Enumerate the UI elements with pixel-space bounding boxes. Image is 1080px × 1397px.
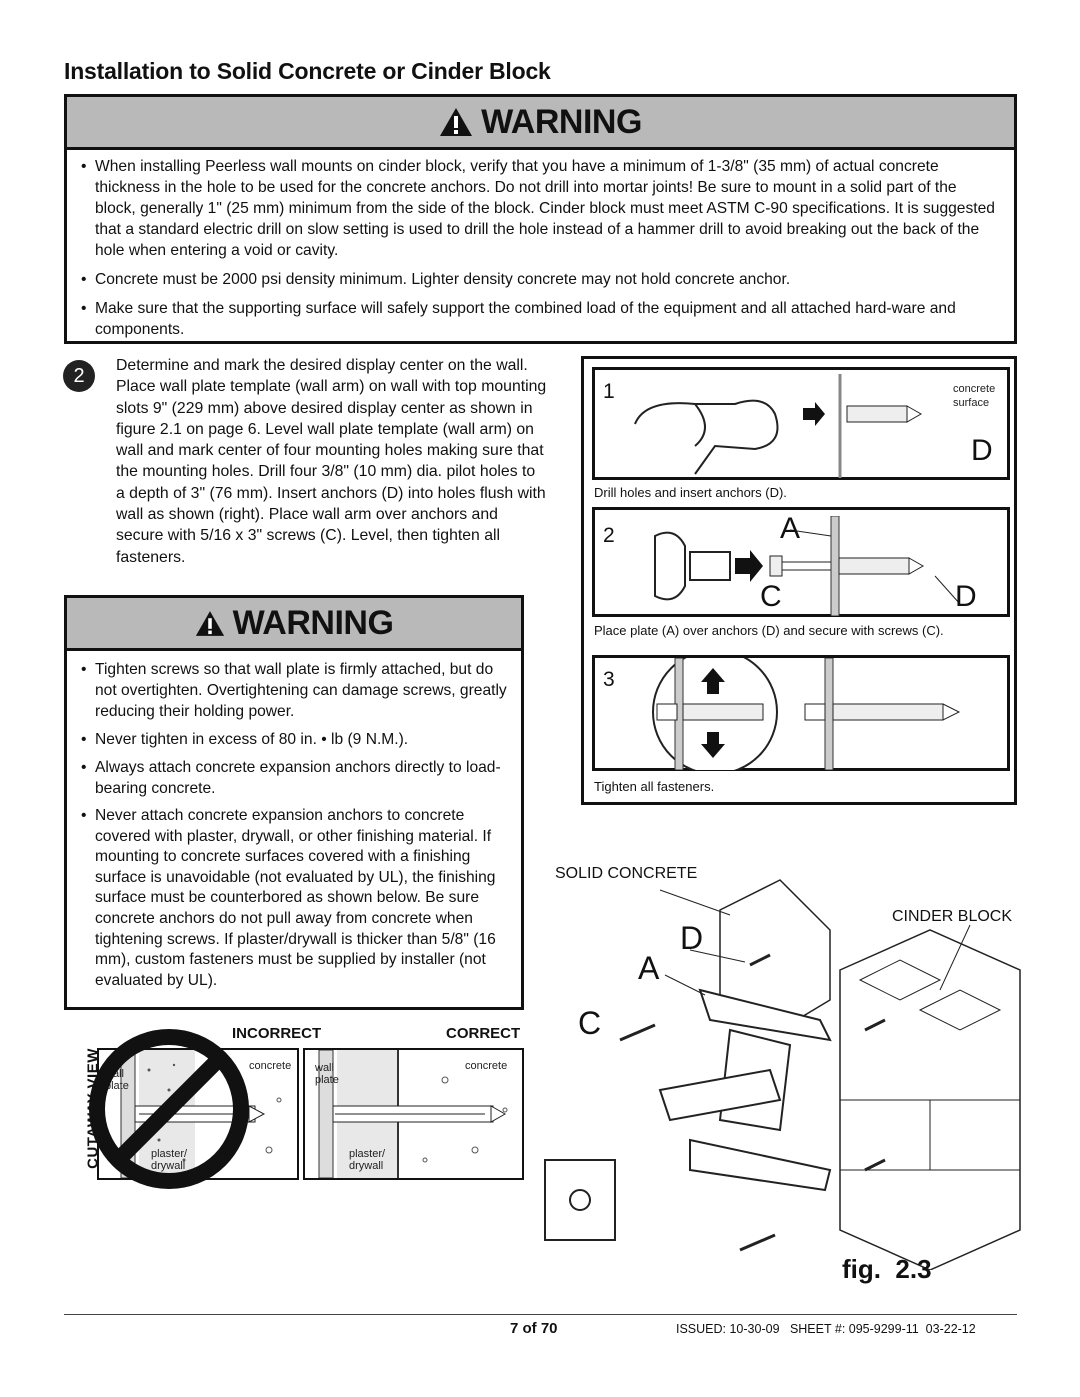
fig-label-c: C [578, 1005, 602, 1041]
label-d: D [955, 580, 977, 613]
warning-list: When installing Peerless wall mounts on … [67, 150, 1014, 340]
warning-item: Make sure that the supporting surface wi… [71, 298, 996, 340]
step-text: Determine and mark the desired display c… [116, 357, 547, 566]
prohibited-icon [89, 1029, 249, 1189]
solid-concrete-label: SOLID CONCRETE [555, 865, 698, 882]
warning-list: Tighten screws so that wall plate is fir… [67, 651, 521, 991]
tighten-drawing [652, 658, 961, 770]
incorrect-label: INCORRECT [232, 1025, 322, 1042]
warning-box-lower: WARNING Tighten screws so that wall plat… [64, 595, 524, 1010]
concrete-surface-label: concrete surface [953, 383, 996, 409]
plaster-label: plaster/ drywall [151, 1148, 188, 1172]
panel-number: 2 [603, 524, 615, 547]
figure-caption: fig. 2.3 [842, 1254, 932, 1284]
warning-triangle-icon [195, 610, 224, 636]
warning-item: Never tighten in excess of 80 in. • lb (… [71, 729, 507, 750]
label-c: C [760, 580, 782, 613]
steps-panel-group: 1 concrete surface D Drill holes and ins… [581, 356, 1017, 805]
panel-1-caption: Drill holes and insert anchors (D). [594, 485, 787, 500]
warning-title: WARNING [481, 102, 642, 141]
label-d: D [971, 434, 993, 467]
hammer-anchor-drawing [634, 374, 923, 478]
panel-number: 3 [603, 668, 615, 691]
issue-info: ISSUED: 10-30-09 SHEET #: 095-9299-11 03… [676, 1322, 976, 1336]
panel-3-caption: Tighten all fasteners. [594, 779, 715, 794]
step-panel-3: 3 [592, 655, 1010, 771]
cinder-block-label: CINDER BLOCK [892, 908, 1013, 925]
warning-box-top: WARNING When installing Peerless wall mo… [64, 94, 1017, 344]
warning-item: Never attach concrete expansion anchors … [71, 806, 507, 991]
step-number: 2 [63, 360, 95, 392]
fig-label-a: A [638, 950, 660, 986]
warning-header: WARNING [67, 97, 1014, 150]
fig-label-d: D [680, 920, 704, 956]
cutaway-correct: wall plate concrete plaster/ drywall [303, 1048, 524, 1180]
step-panel-1: 1 concrete surface D [592, 367, 1010, 480]
concrete-label: concrete [249, 1060, 292, 1072]
cutaway-correct-drawing [318, 1050, 508, 1178]
mount-assembly-drawing [544, 879, 1021, 1270]
footer-divider [64, 1314, 1017, 1315]
page-title: Installation to Solid Concrete or Cinder… [64, 58, 551, 84]
panel-number: 1 [603, 380, 615, 403]
wall-plate-label: wall plate [315, 1062, 339, 1086]
wrench-screw-drawing [654, 516, 961, 616]
warning-item: When installing Peerless wall mounts on … [71, 156, 996, 261]
correct-label: CORRECT [446, 1025, 521, 1042]
page-number: 7 of 70 [510, 1320, 558, 1337]
panel-2-caption: Place plate (A) over anchors (D) and sec… [594, 623, 944, 638]
step-panel-2: 2 A C D [592, 507, 1010, 617]
warning-item: Tighten screws so that wall plate is fir… [71, 659, 507, 722]
plaster-label: plaster/ drywall [349, 1148, 386, 1172]
warning-triangle-icon [440, 108, 473, 136]
warning-item: Always attach concrete expansion anchors… [71, 757, 507, 799]
concrete-label: concrete [465, 1060, 508, 1072]
label-a: A [780, 512, 801, 545]
warning-item: Concrete must be 2000 psi density minimu… [71, 269, 996, 290]
warning-title: WARNING [232, 603, 394, 642]
warning-header: WARNING [67, 598, 521, 651]
